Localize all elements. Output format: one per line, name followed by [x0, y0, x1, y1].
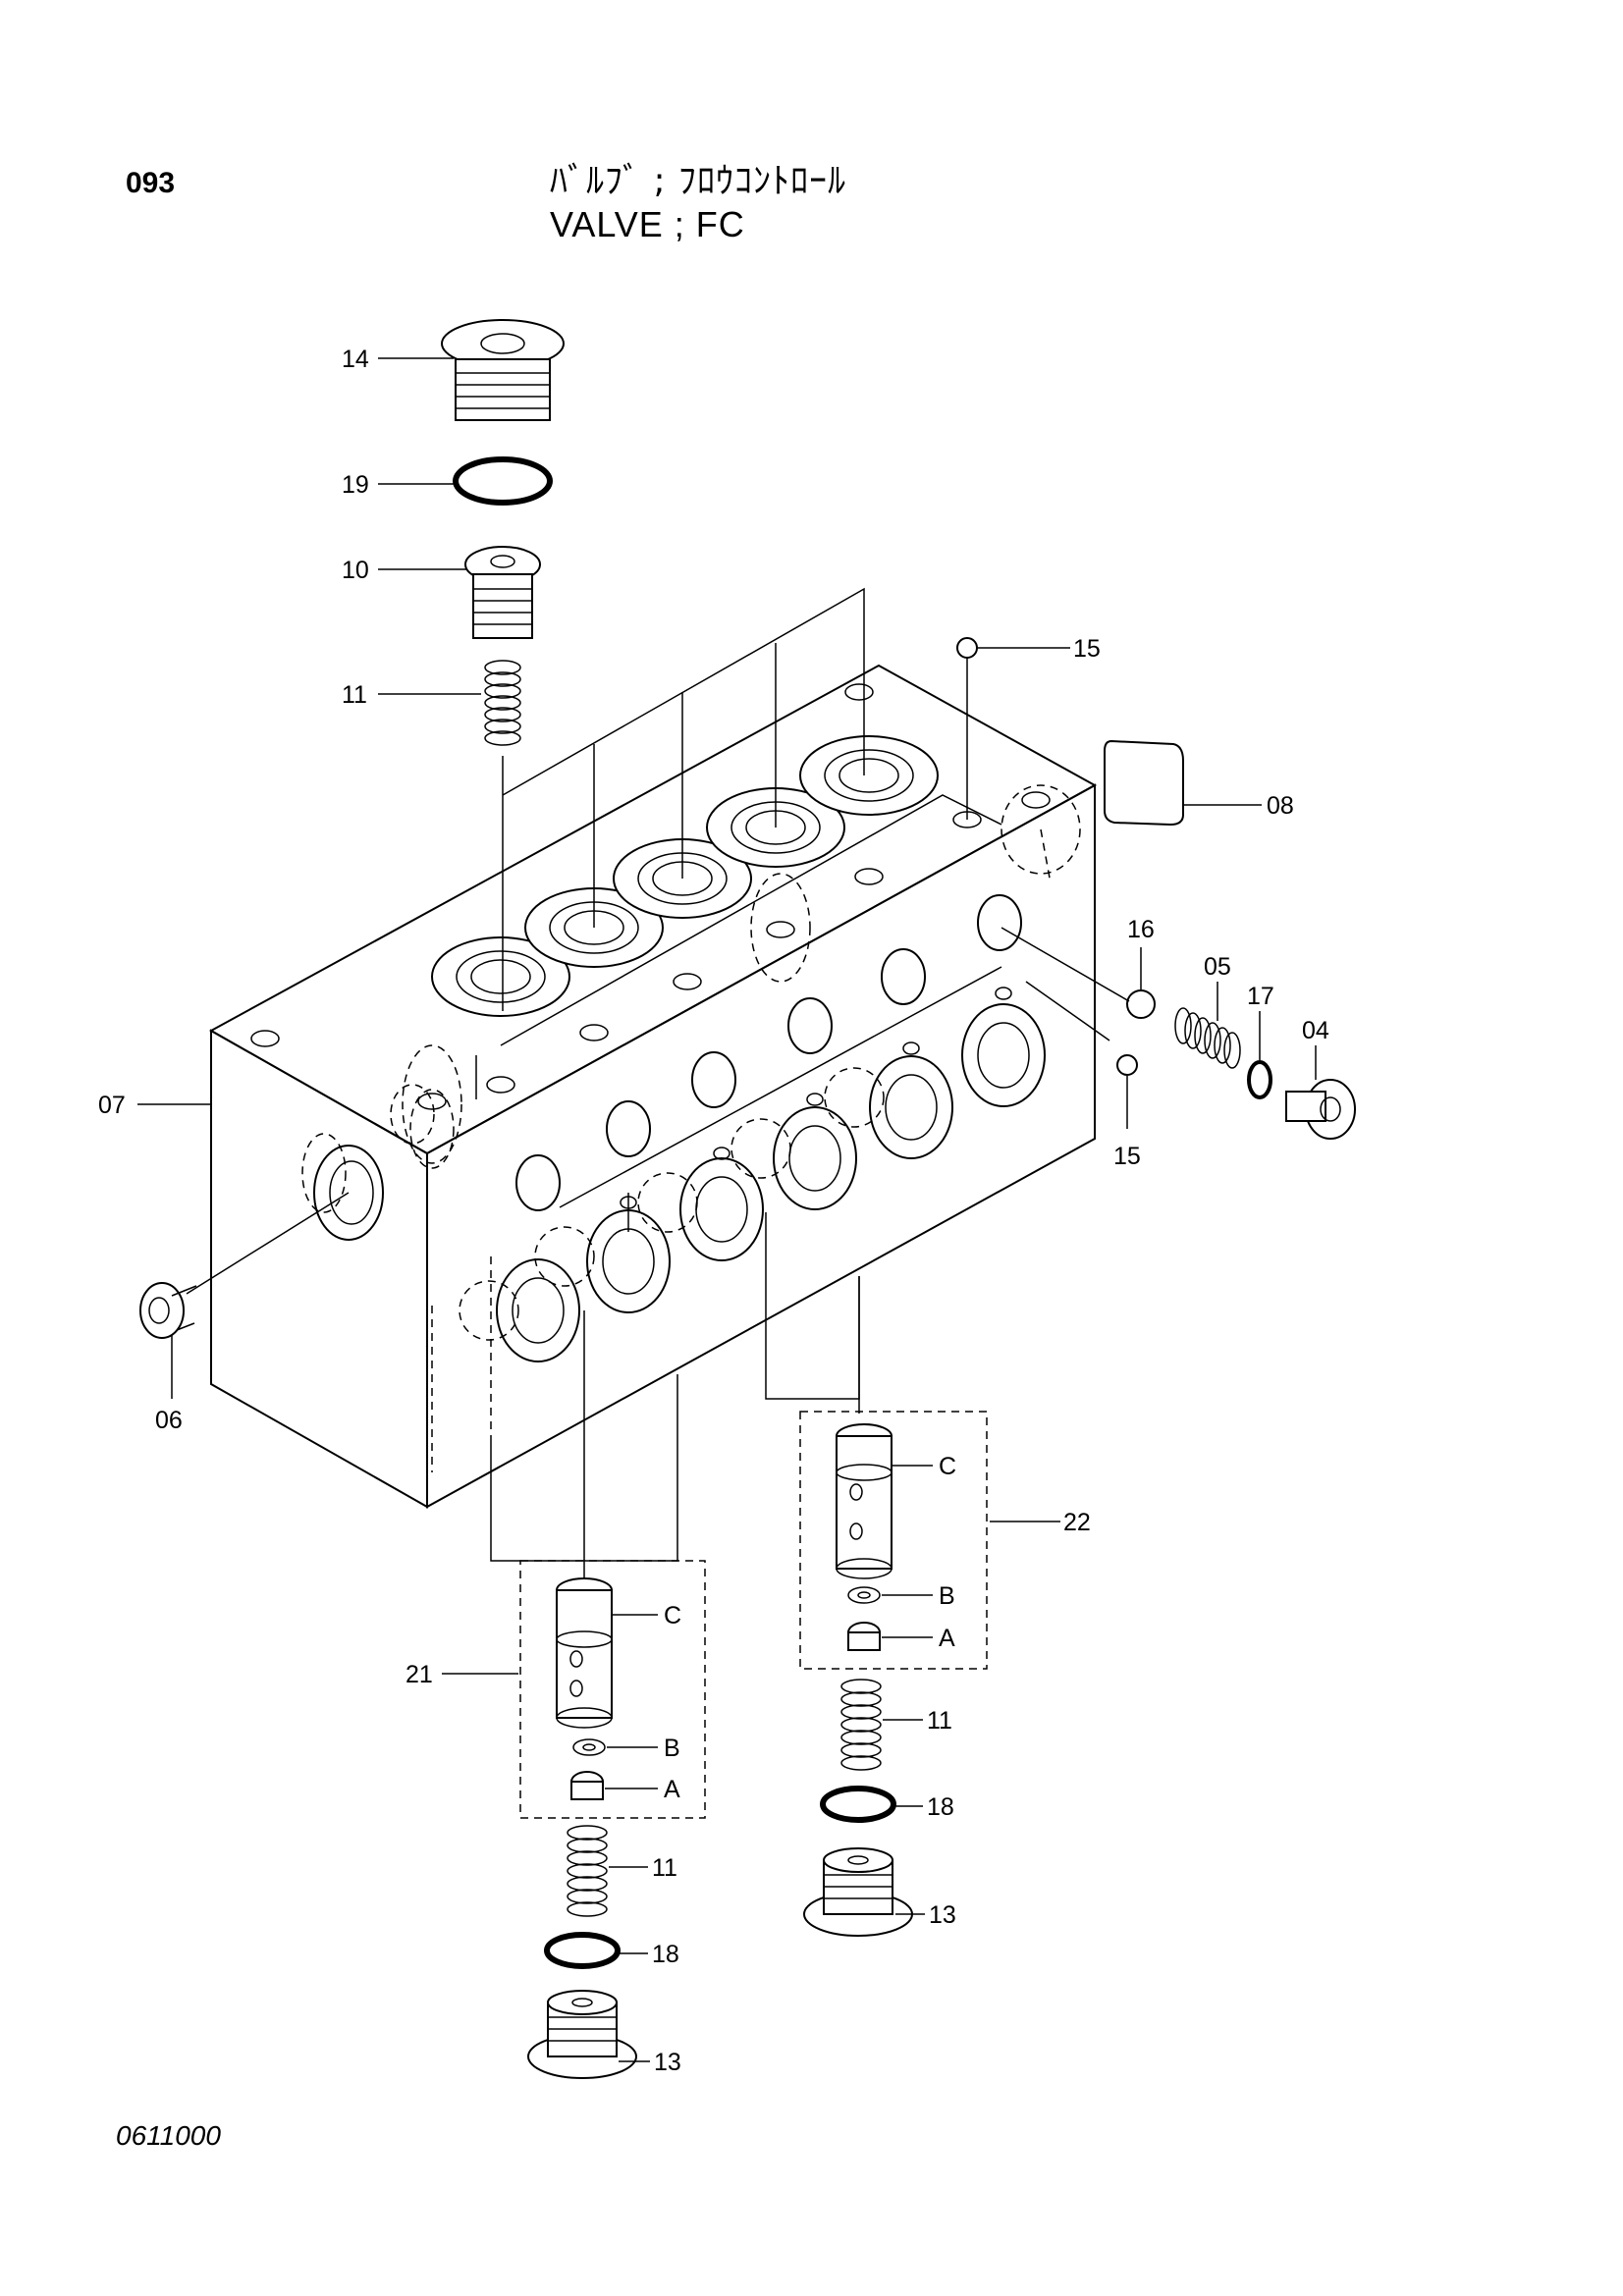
part-19-o-ring: [453, 456, 553, 506]
part-22-c-spool: [836, 1423, 893, 1579]
drawing-code: 0611000: [116, 2120, 221, 2151]
part-21-c-spool: [556, 1577, 613, 1729]
callout-13-right: 13: [929, 1901, 956, 1929]
callout-06: 06: [155, 1407, 183, 1434]
part-04-screw: [1285, 1079, 1356, 1140]
part-11-spring-right: [840, 1679, 882, 1771]
callout-04: 04: [1302, 1017, 1329, 1044]
part-15-ball-top: [956, 637, 978, 820]
assembly-22-box: [799, 1411, 988, 1670]
part-14-plug: [441, 319, 565, 421]
part-06-plug: [139, 1192, 350, 1339]
bracket-lines-lower: [490, 1212, 860, 1580]
callout-07: 07: [98, 1092, 126, 1119]
callout-08: 08: [1267, 792, 1294, 820]
callout-c-right: C: [939, 1453, 956, 1480]
page-number: 093: [126, 167, 176, 199]
callout-11-right: 11: [927, 1707, 952, 1735]
bracket-lines-upper: [502, 587, 865, 1011]
part-18-o-ring-left: [544, 1932, 621, 1969]
callout-15-right: 15: [1113, 1143, 1141, 1170]
callout-13-left: 13: [654, 2049, 681, 2076]
part-08-nameplate: [1104, 739, 1184, 827]
part-17-o-ring: [1247, 1060, 1272, 1099]
part-16-ball: [1126, 989, 1156, 1019]
callout-10: 10: [342, 557, 369, 584]
side-port: [301, 1089, 455, 1241]
callout-21: 21: [406, 1661, 433, 1688]
part-18-o-ring-right: [820, 1786, 896, 1823]
part-13-plug-left: [527, 1990, 637, 2079]
part-11-spring-top: [484, 660, 521, 746]
title-english: VALVE ; FC: [550, 204, 745, 244]
part-05-spring: [1174, 1007, 1241, 1069]
part-10-plug: [464, 546, 541, 639]
part-22-a-seat: [847, 1622, 881, 1651]
part-11-spring-left: [567, 1825, 608, 1917]
callout-b-left: B: [664, 1735, 680, 1762]
callout-14: 14: [342, 346, 369, 373]
callout-05: 05: [1204, 953, 1231, 981]
callout-18-left: 18: [652, 1941, 679, 1968]
top-bores: [250, 683, 1081, 1164]
title-japanese: ﾊﾞﾙﾌﾞ ; ﾌﾛｳｺﾝﾄﾛｰﾙ: [550, 161, 847, 201]
callout-17: 17: [1247, 983, 1274, 1010]
callout-16: 16: [1127, 916, 1155, 943]
callout-b-right: B: [939, 1582, 955, 1610]
part-21-b-washer: [572, 1738, 606, 1756]
callout-18-right: 18: [927, 1793, 954, 1821]
part-13-plug-right: [803, 1847, 913, 1937]
part-22-b-washer: [847, 1586, 881, 1604]
front-ports: [459, 894, 1046, 1362]
callout-11-left: 11: [652, 1854, 677, 1882]
callout-15-top: 15: [1073, 635, 1101, 663]
callout-c-left: C: [664, 1602, 681, 1629]
valve-body: [208, 664, 1110, 1509]
callout-labels: 14 19 10 11 15 08 16 05 17 04 15 07 06 2…: [98, 346, 1329, 2076]
leader-lines: [137, 357, 1317, 2062]
callout-a-left: A: [664, 1776, 680, 1803]
callout-22: 22: [1063, 1509, 1091, 1536]
callout-11-top: 11: [342, 681, 367, 709]
callout-19: 19: [342, 471, 369, 499]
callout-a-right: A: [939, 1625, 955, 1652]
part-21-a-seat: [570, 1771, 604, 1800]
part-15-ball-right: [1116, 1054, 1138, 1076]
